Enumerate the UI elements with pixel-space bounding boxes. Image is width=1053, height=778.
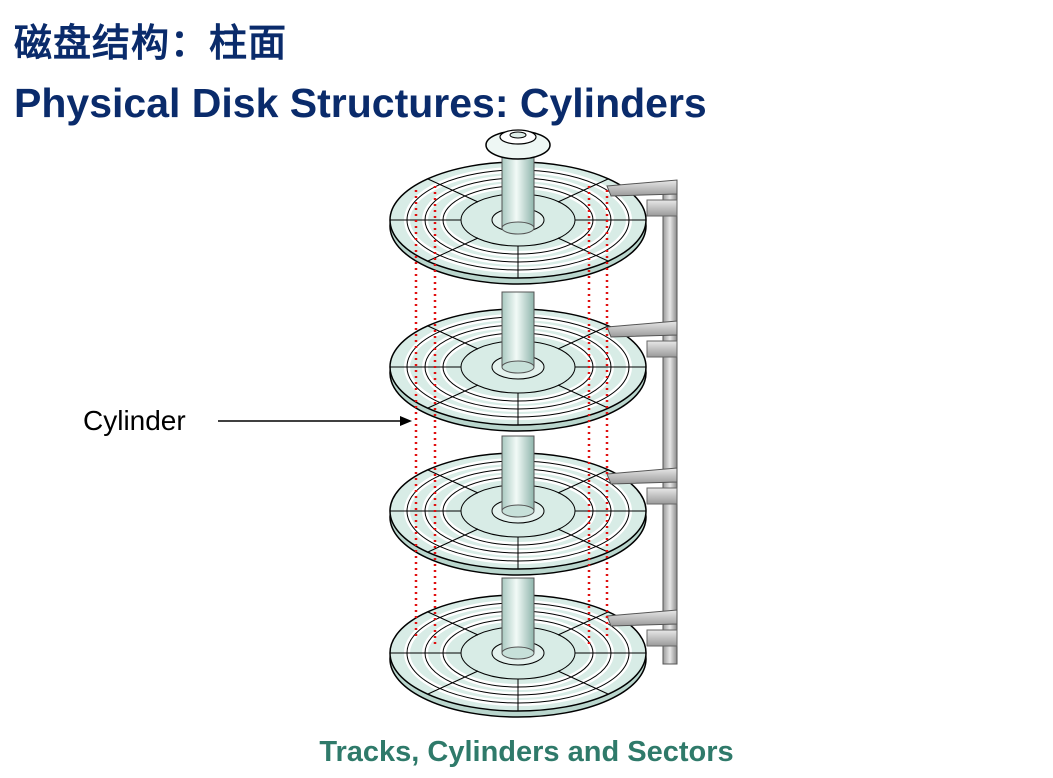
platter-2 <box>390 291 646 431</box>
platter-4 <box>390 577 646 717</box>
page-title: Physical Disk Structures: Cylinders <box>14 80 707 126</box>
platter-3 <box>390 435 646 575</box>
title-chinese: 磁盘结构：柱面 <box>14 21 288 65</box>
cylinder-markers <box>414 186 609 644</box>
spindle-cap <box>485 129 551 235</box>
cylinder-arrow <box>218 416 412 426</box>
actuator-post <box>662 191 678 665</box>
caption: Tracks, Cylinders and Sectors <box>319 736 734 768</box>
cylinder-label: Cylinder <box>83 405 186 436</box>
